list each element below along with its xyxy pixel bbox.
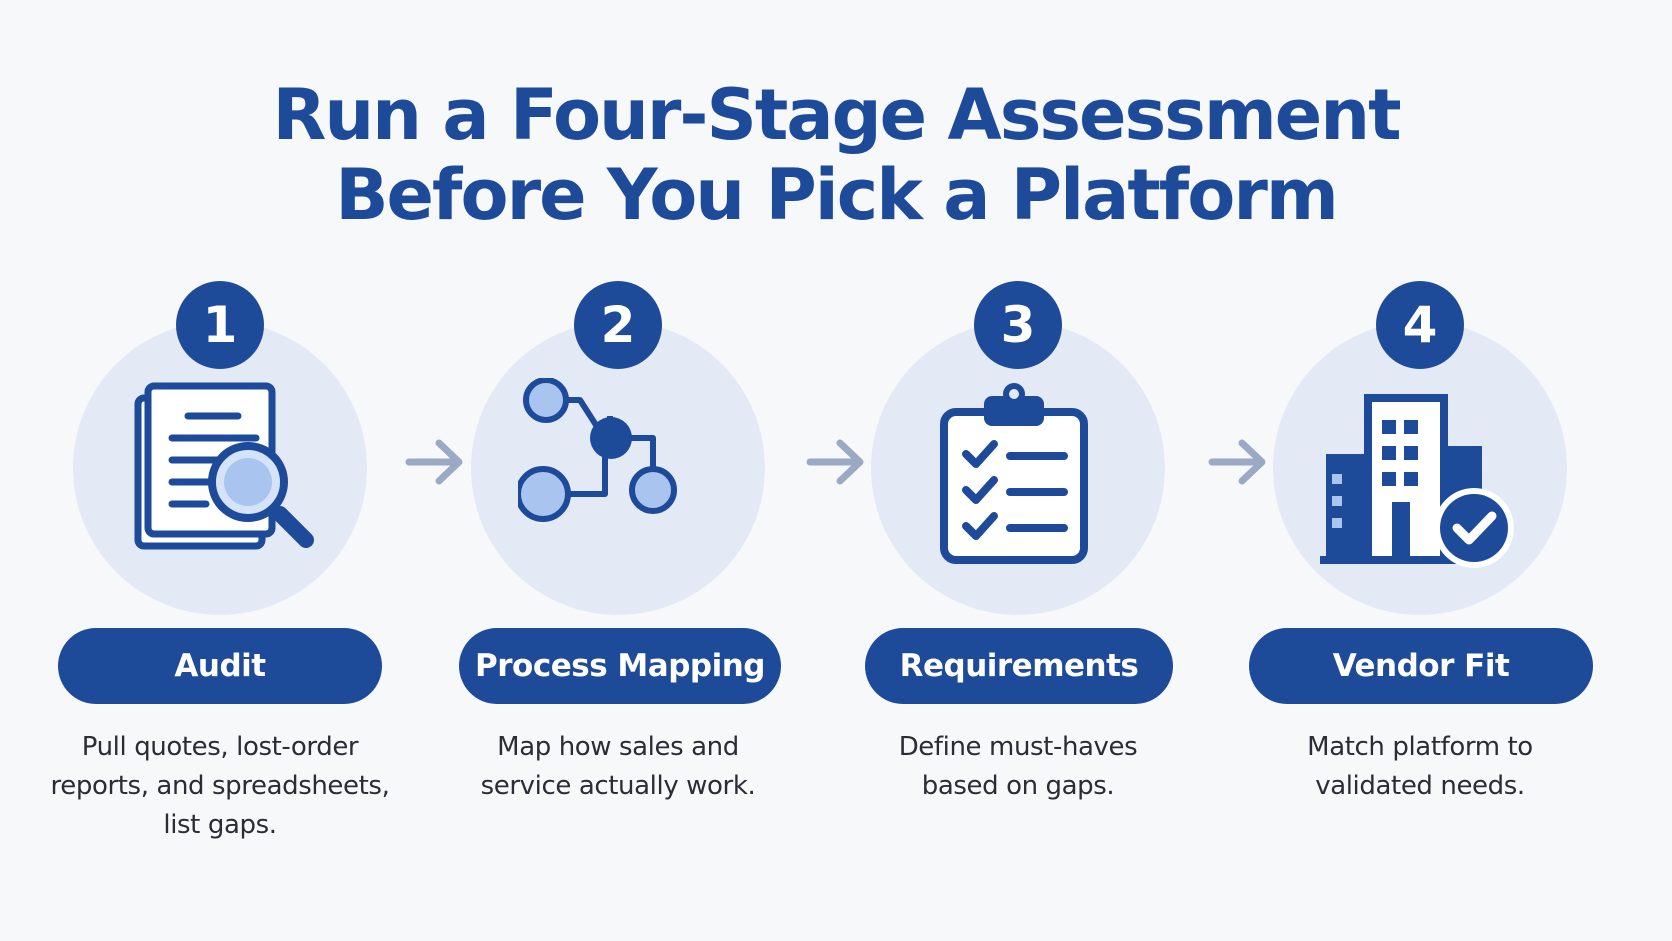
stage-label-pill: Process Mapping <box>459 628 781 704</box>
title-line-2: Before You Pick a Platform <box>335 154 1339 236</box>
stage-description: Map how sales and service actually work. <box>480 732 756 801</box>
checklist-clipboard-icon <box>940 383 1088 564</box>
stage-number-badge: 3 <box>974 281 1062 369</box>
arrow-right-icon <box>1208 439 1266 485</box>
document-magnifier-icon <box>134 382 314 550</box>
stage-description: Match platform to validated needs. <box>1307 732 1533 801</box>
arrow-right-icon <box>405 439 463 485</box>
building-check-icon <box>1320 394 1514 568</box>
stage-description: Pull quotes, lost-order reports, and spr… <box>50 732 390 840</box>
stage-description: Define must-haves based on gaps. <box>898 732 1138 801</box>
stage-label-pill: Audit <box>58 628 382 704</box>
stage-circle <box>471 321 765 615</box>
process-flow-icon <box>518 378 677 522</box>
stage-label-pill: Vendor Fit <box>1249 628 1593 704</box>
arrow-right-icon <box>806 439 864 485</box>
stage-number-badge: 1 <box>176 281 264 369</box>
stage-number-badge: 4 <box>1376 281 1464 369</box>
stage-number-badge: 2 <box>574 281 662 369</box>
title-line-1: Run a Four-Stage Assessment <box>272 74 1401 156</box>
stage-label-pill: Requirements <box>865 628 1173 704</box>
